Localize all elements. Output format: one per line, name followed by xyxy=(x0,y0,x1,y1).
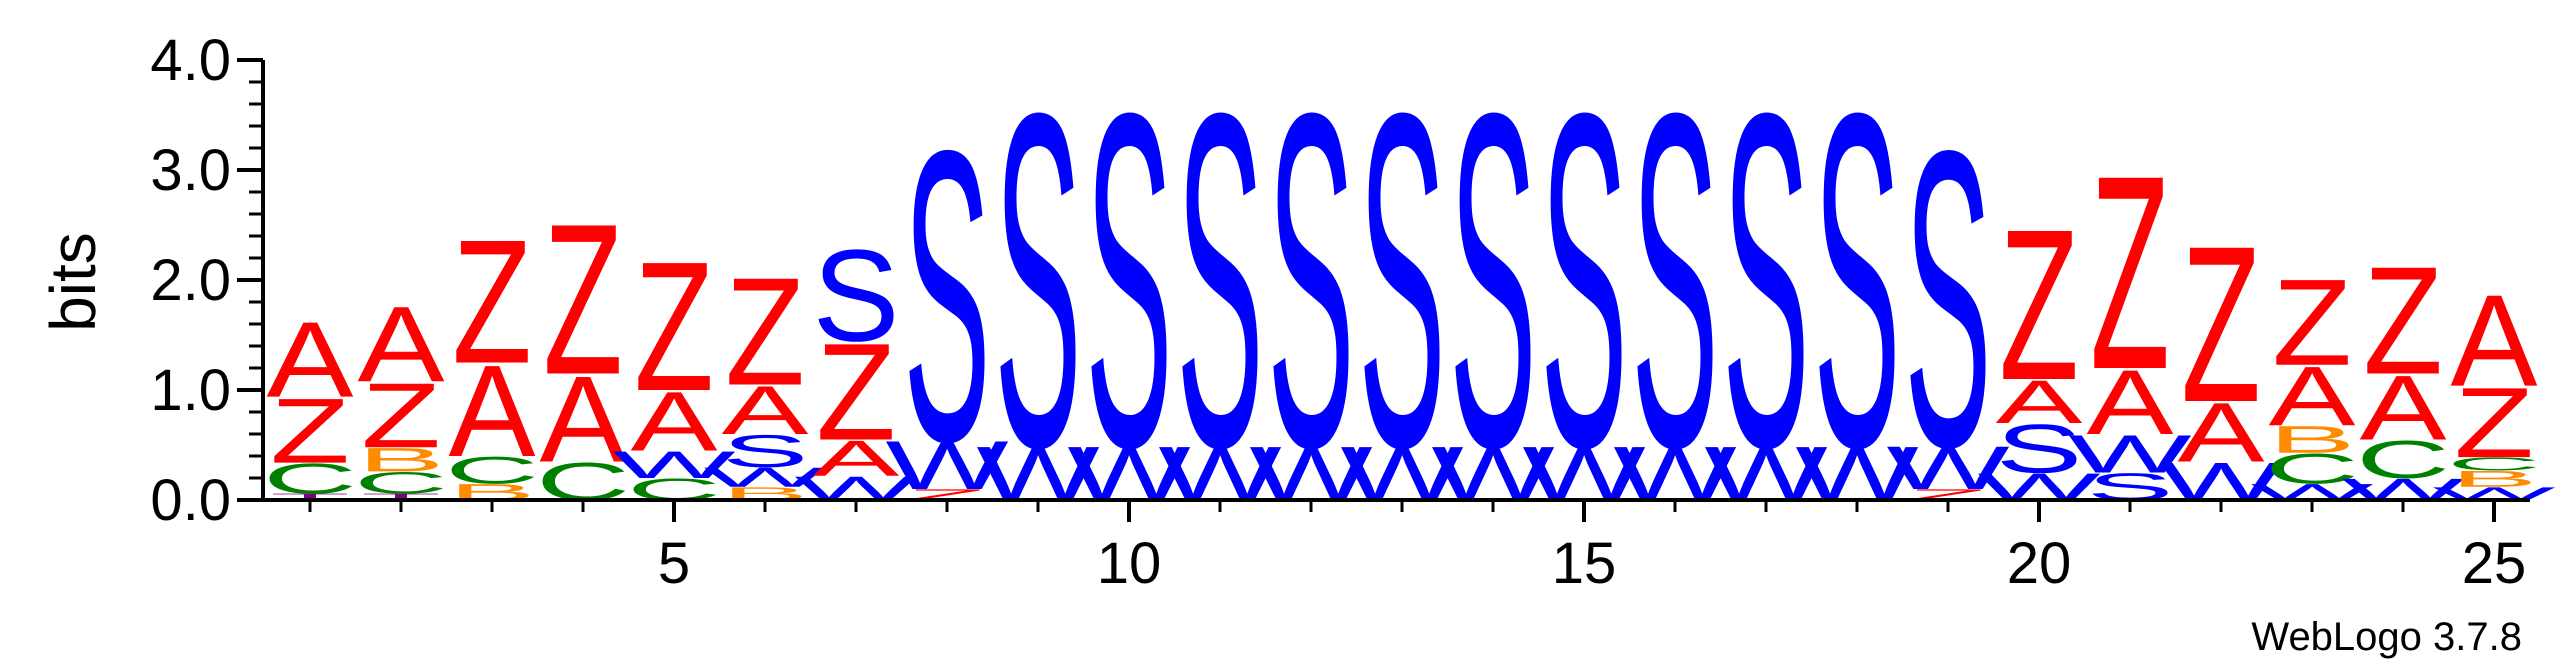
logo-glyph-z: Z xyxy=(2363,236,2443,407)
y-tick-label: 0.0 xyxy=(150,468,231,533)
y-axis-label: bits xyxy=(37,232,109,332)
logo-glyph-a: A xyxy=(358,285,445,405)
logo-glyph-layer: TCZATCBZABCAZCAZCWAZBWSAZWAZSZWSWSWSWSWS… xyxy=(263,14,2556,546)
logo-glyph-z: Z xyxy=(2090,117,2170,427)
logo-glyph-c: C xyxy=(354,466,448,500)
logo-glyph-s: S xyxy=(1996,411,2083,488)
logo-glyph-z: Z xyxy=(725,247,805,418)
x-tick-label: 10 xyxy=(1097,531,1162,596)
logo-glyph-z: Z xyxy=(543,179,623,420)
logo-glyph-s: S xyxy=(1086,14,1173,546)
weblogo-credit: WebLogo 3.7.8 xyxy=(2251,615,2522,659)
logo-glyph-s: S xyxy=(813,222,900,368)
logo-glyph-a: A xyxy=(813,430,900,487)
logo-glyph-s: S xyxy=(1814,14,1901,546)
logo-glyph-z: Z xyxy=(1999,184,2079,425)
x-tick-layer: 5 10 15 20 25 xyxy=(308,500,2527,596)
logo-glyph-t: T xyxy=(361,492,441,502)
logo-glyph-a: A xyxy=(631,375,719,469)
logo-glyph-a: A xyxy=(267,300,354,420)
logo-glyph-c: C xyxy=(2447,454,2541,475)
logo-glyph-s: S xyxy=(1359,14,1446,546)
logo-glyph-s: S xyxy=(1904,64,1991,536)
logo-glyph-c: C xyxy=(263,454,357,502)
y-tick-label: 2.0 xyxy=(150,248,231,313)
logo-glyph-c: C xyxy=(445,449,539,492)
logo-glyph-t: T xyxy=(270,492,350,502)
y-tick-layer: 0.0 1.0 2.0 3.0 4.0 xyxy=(150,28,263,533)
logo-glyph-z: Z xyxy=(452,202,532,400)
logo-glyph-c: C xyxy=(2356,430,2450,490)
logo-glyph-b: B xyxy=(2269,418,2356,461)
logo-glyph-z: Z xyxy=(270,379,350,482)
logo-glyph-a: A xyxy=(2269,350,2357,444)
logo-glyph-a: A xyxy=(722,372,809,449)
logo-glyph-b: B xyxy=(358,441,445,479)
y-tick-label: 4.0 xyxy=(150,28,231,93)
logo-glyph-w: W xyxy=(2068,425,2191,485)
logo-glyph-s: S xyxy=(903,66,990,529)
x-tick-label: 15 xyxy=(1552,531,1617,596)
x-tick-label: 20 xyxy=(2007,531,2072,596)
logo-glyph-z: Z xyxy=(361,364,441,467)
logo-glyph-z: Z xyxy=(816,315,896,469)
logo-glyph-a: A xyxy=(2087,351,2175,454)
y-tick-label: 3.0 xyxy=(150,138,231,203)
logo-glyph-s: S xyxy=(722,425,809,477)
logo-glyph-c: C xyxy=(2265,445,2359,493)
logo-glyph-a: A xyxy=(2451,268,2538,414)
logo-glyph-w: W xyxy=(703,462,826,493)
logo-glyph-a: A xyxy=(2178,386,2266,480)
logo-glyph-s: S xyxy=(1177,14,1264,546)
logo-glyph-s: S xyxy=(1723,14,1810,546)
logo-glyph-s: S xyxy=(1450,14,1537,546)
logo-glyph-s: S xyxy=(1541,14,1628,546)
logo-glyph-z: Z xyxy=(2272,253,2352,391)
y-tick-label: 1.0 xyxy=(150,358,231,423)
logo-glyph-a: A xyxy=(1996,368,2083,437)
logo-glyph-w: W xyxy=(1886,434,2009,503)
logo-glyph-z: Z xyxy=(634,223,714,430)
logo-glyph-a: A xyxy=(539,350,626,488)
x-tick-label: 5 xyxy=(658,531,690,596)
logo-glyph-w: W xyxy=(612,444,735,487)
logo-glyph-s: S xyxy=(995,14,1082,546)
logo-glyph-a: A xyxy=(449,338,536,484)
logo-glyph-z: Z xyxy=(2181,200,2261,449)
logo-glyph-s: S xyxy=(1632,14,1719,546)
logo-glyph-a: A xyxy=(2360,356,2448,459)
logo-glyph-z: Z xyxy=(2454,367,2534,479)
x-tick-label: 25 xyxy=(2462,531,2527,596)
logo-glyph-s: S xyxy=(1268,14,1355,546)
logo-glyph-b: B xyxy=(2451,466,2538,492)
logo-glyph-w: W xyxy=(885,427,1009,504)
